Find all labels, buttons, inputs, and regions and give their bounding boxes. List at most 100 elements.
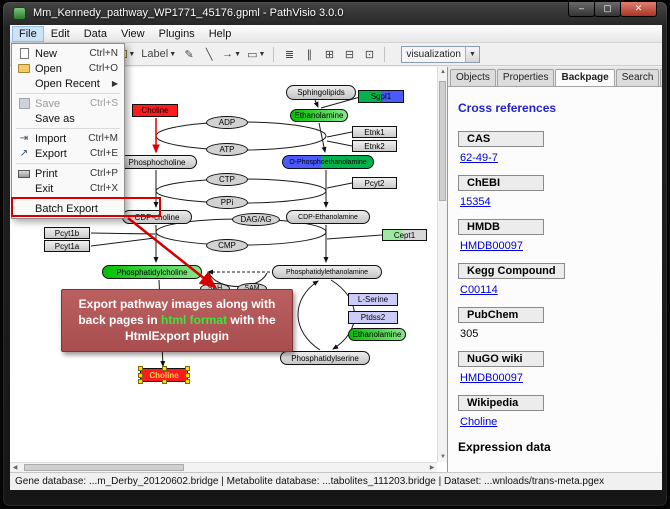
pathway-node-choline[interactable]: Choline (132, 104, 178, 117)
scrollbar-thumb[interactable] (24, 464, 184, 471)
xref-link[interactable]: HMDB00097 (460, 240, 523, 252)
selection-handle[interactable] (185, 379, 190, 384)
canvas-horizontal-scrollbar[interactable]: ◀ ▶ (10, 462, 437, 472)
scroll-up-icon[interactable]: ▲ (440, 69, 446, 75)
xref-section-kegg: Kegg Compound C00114 (458, 261, 652, 296)
pathway-node-etnk1[interactable]: Etnk1 (352, 126, 397, 138)
file-menu-exit[interactable]: Exit Ctrl+X (35, 182, 118, 195)
selection-handle[interactable] (162, 366, 167, 371)
scroll-right-icon[interactable]: ▶ (429, 465, 435, 471)
selection-handle[interactable] (185, 366, 190, 371)
xref-link[interactable]: 15354 (460, 196, 491, 208)
pathway-node-phosphatidylcholine[interactable]: Phosphatidylcholine (102, 265, 202, 279)
scrollbar-thumb[interactable] (439, 81, 446, 201)
selection-handle[interactable] (185, 373, 190, 378)
xref-link[interactable]: HMDB00097 (460, 372, 523, 384)
pathway-node-ethanolamine[interactable]: Ethanolamine (290, 109, 348, 122)
menu-edit[interactable]: Edit (50, 27, 70, 40)
tab-legend[interactable]: Legend (660, 69, 662, 86)
label-template-button[interactable]: Label▼ (141, 48, 177, 60)
menu-separator (16, 128, 120, 129)
xref-source-name: Wikipedia (458, 395, 544, 411)
pathway-node-sgpl1[interactable]: Sgpl1 (358, 90, 404, 103)
tab-backpage[interactable]: Backpage (555, 69, 615, 86)
app-icon (13, 7, 26, 20)
visualization-combo[interactable]: visualization ▼ (401, 45, 480, 63)
pathway-node-phosphatidylserine[interactable]: Phosphatidylserine (280, 351, 370, 365)
pathway-node-dag-ag[interactable]: DAG/AG (232, 213, 280, 226)
pathway-node-phosphocholine[interactable]: Phosphocholine (117, 155, 197, 169)
scroll-down-icon[interactable]: ▼ (440, 454, 446, 460)
pencil-tool-button[interactable]: ✎ (184, 48, 194, 61)
selection-handle[interactable] (138, 373, 143, 378)
window-content: File Edit Data View Plugins Help Zoom: 1… (10, 25, 662, 490)
file-menu-open-recent[interactable]: Open Recent ▶ (35, 77, 118, 90)
pathway-node-ethanolamine-2[interactable]: Ethanolamine (348, 328, 406, 341)
xref-link[interactable]: 62-49-7 (460, 152, 498, 164)
pathway-node-l-serine[interactable]: L-Serine (348, 293, 398, 306)
pathway-node-atp[interactable]: ATP (206, 143, 248, 156)
titlebar[interactable]: Mm_Kennedy_pathway_WP1771_45176.gpml - P… (3, 2, 667, 25)
menubar: File Edit Data View Plugins Help (10, 25, 662, 43)
sidebar: Objects Properties Backpage Search Legen… (447, 67, 662, 472)
pathway-node-ctp[interactable]: CTP (206, 173, 248, 186)
new-file-icon (16, 48, 32, 59)
maximize-button[interactable]: ▢ (594, 2, 621, 17)
arrow-tool-button[interactable]: →▼ (222, 48, 242, 60)
pathway-node-cmp[interactable]: CMP (206, 239, 248, 252)
pathway-node-choline-selected[interactable]: Choline (138, 366, 190, 384)
menu-help[interactable]: Help (208, 27, 232, 40)
pathway-node-ppi[interactable]: PPi (206, 196, 248, 209)
pathway-node-cdp-ethanolamine[interactable]: CDP-Ethanolamine (286, 210, 370, 224)
tab-objects[interactable]: Objects (450, 69, 496, 86)
callout-text-before: Export pathway images along with back pa… (78, 297, 276, 328)
selection-handle[interactable] (138, 379, 143, 384)
file-menu-save-as[interactable]: Save as (35, 112, 75, 125)
line-tool-button[interactable]: ╲ (205, 48, 213, 61)
tab-search[interactable]: Search (615, 69, 660, 86)
file-menu-export[interactable]: ↗ Export Ctrl+E (12, 146, 124, 161)
minimize-button[interactable]: – (568, 2, 595, 17)
xref-section-chebi: ChEBI 15354 (458, 173, 652, 208)
visualization-dropdown-icon[interactable]: ▼ (464, 46, 479, 62)
stack-horizontal-button[interactable]: ⊟ (344, 48, 355, 61)
xref-link[interactable]: C00114 (460, 284, 498, 296)
pathway-node-sphingolipids[interactable]: Sphingolipids (286, 85, 356, 100)
menu-file[interactable]: File (12, 25, 44, 42)
pathway-node-pcyt1a[interactable]: Pcyt1a (44, 240, 90, 252)
close-button[interactable]: ✕ (620, 2, 657, 17)
file-menu-new[interactable]: New Ctrl+N (12, 46, 124, 61)
pathway-node-adp[interactable]: ADP (206, 116, 248, 129)
shape-tool-button[interactable]: ▭▼ (247, 48, 266, 61)
pathway-canvas[interactable]: Sphingolipids Sgpl1 Choline Ethanolamine… (10, 67, 447, 472)
xref-link[interactable]: Choline (460, 416, 498, 428)
selection-handle[interactable] (138, 366, 143, 371)
menu-view[interactable]: View (120, 27, 145, 40)
canvas-vertical-scrollbar[interactable]: ▲ ▼ (437, 67, 447, 462)
pathway-node-cdp-choline[interactable]: CDP-choline (122, 210, 192, 224)
pathway-node-o-phosphoethanolamine[interactable]: O-Phosphoethanolamine (282, 155, 374, 169)
export-icon: ↗ (19, 148, 29, 159)
selection-handle[interactable] (162, 379, 167, 384)
menu-plugins[interactable]: Plugins (158, 27, 195, 40)
backpage-panel: Cross references CAS 62-49-7 ChEBI 15354… (448, 87, 662, 472)
file-menu-import[interactable]: ⇥ Import Ctrl+M (12, 131, 124, 146)
align-horizontal-button[interactable]: ≣ (284, 48, 295, 61)
distribute-button[interactable]: ⊞ (324, 48, 335, 61)
pathway-node-cept1[interactable]: Cept1 (382, 229, 427, 241)
pathway-node-ptdss2[interactable]: Ptdss2 (348, 311, 398, 324)
file-menu-batch-export[interactable]: Batch Export (35, 202, 98, 215)
file-menu-save[interactable]: Save Ctrl+S (12, 96, 124, 111)
scroll-left-icon[interactable]: ◀ (12, 465, 18, 471)
file-menu-open[interactable]: Open Ctrl+O (12, 61, 124, 76)
pathway-node-pcyt2[interactable]: Pcyt2 (352, 177, 397, 189)
align-vertical-button[interactable]: ∥ (306, 48, 313, 61)
pathway-node-pcyt1b[interactable]: Pcyt1b (44, 227, 90, 239)
import-icon: ⇥ (19, 133, 29, 144)
tab-properties[interactable]: Properties (496, 69, 555, 86)
menu-data[interactable]: Data (83, 27, 107, 40)
stack-vertical-button[interactable]: ⊡ (364, 48, 375, 61)
pathway-node-etnk2[interactable]: Etnk2 (352, 140, 397, 152)
pathway-node-phosphatidylethanolamine[interactable]: Phosphatidylethanolamine (272, 265, 382, 279)
file-menu-print[interactable]: Print Ctrl+P (12, 166, 124, 181)
